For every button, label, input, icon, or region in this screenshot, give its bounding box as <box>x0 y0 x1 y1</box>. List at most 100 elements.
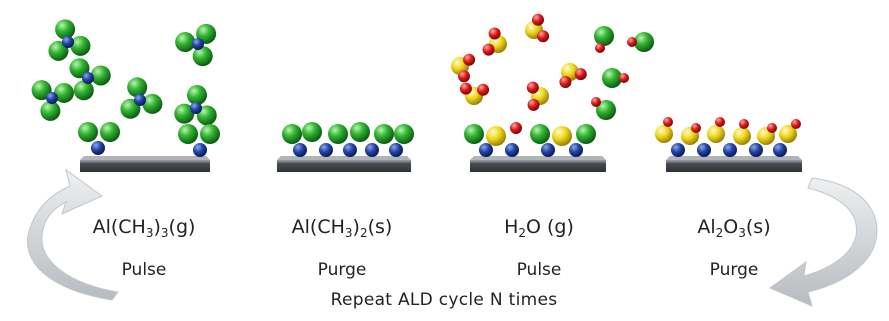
formula-subscript: 2 <box>359 226 368 240</box>
methyl-atom <box>174 103 195 124</box>
formula-text: (s) <box>745 216 771 238</box>
formula-text: ) <box>153 216 161 238</box>
stage-4-step: Purge <box>709 260 759 280</box>
aluminum-atom <box>773 143 787 157</box>
methyl-atom <box>374 124 394 144</box>
aluminum-atom <box>749 143 763 157</box>
substrate-3 <box>470 156 606 172</box>
aluminum-atom <box>389 143 403 157</box>
aluminum-atom <box>697 143 711 157</box>
oxygen-atom <box>482 43 495 56</box>
methyl-atom <box>178 124 198 144</box>
substrate-4 <box>666 156 802 172</box>
aluminum-atom <box>46 92 58 104</box>
aluminum-atom <box>190 102 202 114</box>
methyl-atom <box>394 124 414 144</box>
aluminum-atom <box>541 143 555 157</box>
oxygen-atom <box>526 81 539 94</box>
oxygen-atom <box>627 37 637 47</box>
oxygen-atom <box>715 117 725 127</box>
methyl-atom <box>530 124 550 144</box>
formula-text: O (g) <box>526 216 574 238</box>
aluminum-atom <box>569 143 583 157</box>
stage-2-formula: Al(CH3)2(s) <box>291 216 393 240</box>
methyl-atom <box>73 80 94 101</box>
oxygen-atom <box>595 43 605 53</box>
oxygen-atom <box>477 83 490 96</box>
cycle-caption: Repeat ALD cycle N times <box>330 290 558 310</box>
aluminum-atom <box>62 36 74 48</box>
methyl-atom <box>78 122 98 142</box>
cycle-arrow-left <box>27 168 119 301</box>
methyl-atom <box>350 122 370 142</box>
formula-text: (s) <box>367 216 393 238</box>
aluminum-atom <box>91 141 105 155</box>
formula-subscript: 3 <box>160 226 169 240</box>
methyl-atom <box>634 32 654 52</box>
stage-1-formula: Al(CH3)3(g) <box>92 216 196 240</box>
formula-subscript: 2 <box>518 226 527 240</box>
stage-2-step: Purge <box>317 260 367 280</box>
methyl-atom <box>200 124 220 144</box>
methyl-atom <box>70 35 91 56</box>
formula-subscript: 3 <box>344 226 353 240</box>
methyl-atom <box>100 122 120 142</box>
stage-3-step: Pulse <box>516 260 562 280</box>
formula-text: Al(CH <box>291 216 345 238</box>
stage-4-formula: Al2O3(s) <box>697 216 771 239</box>
aluminum-atom <box>505 143 519 157</box>
stage-1-step: Pulse <box>121 260 167 280</box>
aluminum-atom <box>293 143 307 157</box>
aluminum-atom <box>365 143 379 157</box>
aluminum-atom <box>192 38 204 50</box>
formula-subscript: 3 <box>145 226 154 240</box>
methyl-atom <box>40 100 61 121</box>
stage-3-formula: H2O (g) <box>504 216 574 240</box>
oxygen-atom <box>559 76 572 89</box>
oxygen-atom <box>463 53 476 66</box>
hydrogen-atom <box>486 126 506 146</box>
aluminum-atom <box>134 94 146 106</box>
substrate-1 <box>80 156 210 172</box>
methyl-atom <box>175 32 196 53</box>
aluminum-atom <box>193 143 207 157</box>
methyl-atom <box>192 46 213 67</box>
formula-text: H <box>504 216 519 238</box>
hydrogen-atom <box>655 125 673 143</box>
oxygen-atom <box>663 117 673 127</box>
methyl-atom <box>90 65 111 86</box>
methyl-atom <box>464 124 484 144</box>
methyl-atom <box>282 124 302 144</box>
formula-text: Al <box>697 216 716 238</box>
methyl-atom <box>302 122 322 142</box>
methyl-atom <box>596 100 616 120</box>
oxygen-atom <box>531 13 544 26</box>
methyl-atom <box>31 80 52 101</box>
formula-text: Al(CH <box>92 216 146 238</box>
oxygen-atom <box>527 98 540 111</box>
formula-text: ) <box>352 216 360 238</box>
methyl-atom <box>576 124 596 144</box>
oxygen-atom <box>488 27 501 40</box>
aluminum-atom <box>343 143 357 157</box>
methyl-atom <box>602 68 622 88</box>
aluminum-atom <box>319 143 333 157</box>
oxygen-atom <box>459 82 472 95</box>
methyl-atom <box>53 82 74 103</box>
methyl-atom <box>196 105 217 126</box>
methyl-atom <box>127 77 148 98</box>
aluminum-atom <box>82 72 94 84</box>
aluminum-atom <box>479 143 493 157</box>
oxygen-atom <box>619 73 629 83</box>
oxygen-atom <box>537 30 550 43</box>
methyl-atom <box>142 93 163 114</box>
oxygen-atom <box>574 68 587 81</box>
oxygen-atom <box>691 123 701 133</box>
methyl-atom <box>594 26 614 46</box>
hydrogen-atom <box>552 126 572 146</box>
substrate-2 <box>277 156 411 172</box>
methyl-atom <box>196 23 217 44</box>
oxygen-atom <box>510 122 522 134</box>
methyl-atom <box>55 19 76 40</box>
